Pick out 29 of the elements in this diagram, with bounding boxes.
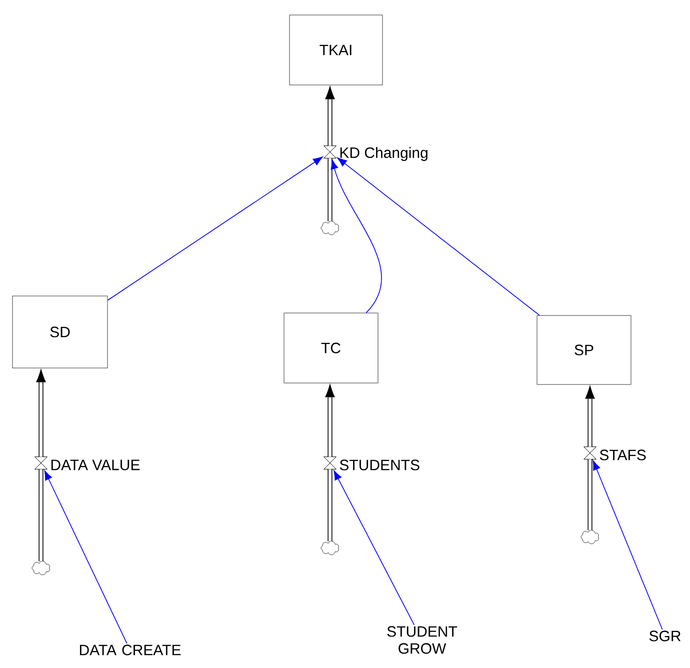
stock-box: TKAI — [289, 14, 383, 86]
arrow — [592, 460, 663, 630]
cloud-icon — [320, 540, 339, 556]
variable-label: SGR — [649, 630, 681, 642]
cloud-icon — [320, 220, 339, 236]
flow-pipe — [36, 368, 46, 457]
arrow — [44, 470, 128, 644]
cloud-icon — [32, 560, 50, 576]
stock-box: SD — [12, 296, 108, 368]
valve-label: STAFS — [600, 450, 646, 460]
flow-pipe — [328, 158, 332, 222]
arrow — [337, 157, 540, 316]
arrow — [334, 470, 415, 626]
flow-pipe — [325, 383, 335, 457]
variable-label: STUDENT GROW — [387, 626, 458, 654]
arrow — [107, 156, 323, 301]
flow-pipe — [588, 459, 592, 530]
arrow — [330, 159, 382, 314]
variable-label: DATA CREATE — [80, 644, 181, 656]
stock-box: TC — [284, 312, 378, 384]
flow-pipe — [38, 469, 44, 562]
cloud-icon — [580, 530, 599, 544]
stock-box: SP — [536, 315, 632, 385]
flow-pipe — [585, 384, 595, 447]
flow-pipe — [328, 469, 332, 542]
valve-label: DATA VALUE — [51, 460, 140, 470]
flow-pipe — [325, 85, 335, 146]
valve-label: KD Changing — [340, 147, 428, 161]
valve-label: STUDENTS — [340, 460, 420, 470]
